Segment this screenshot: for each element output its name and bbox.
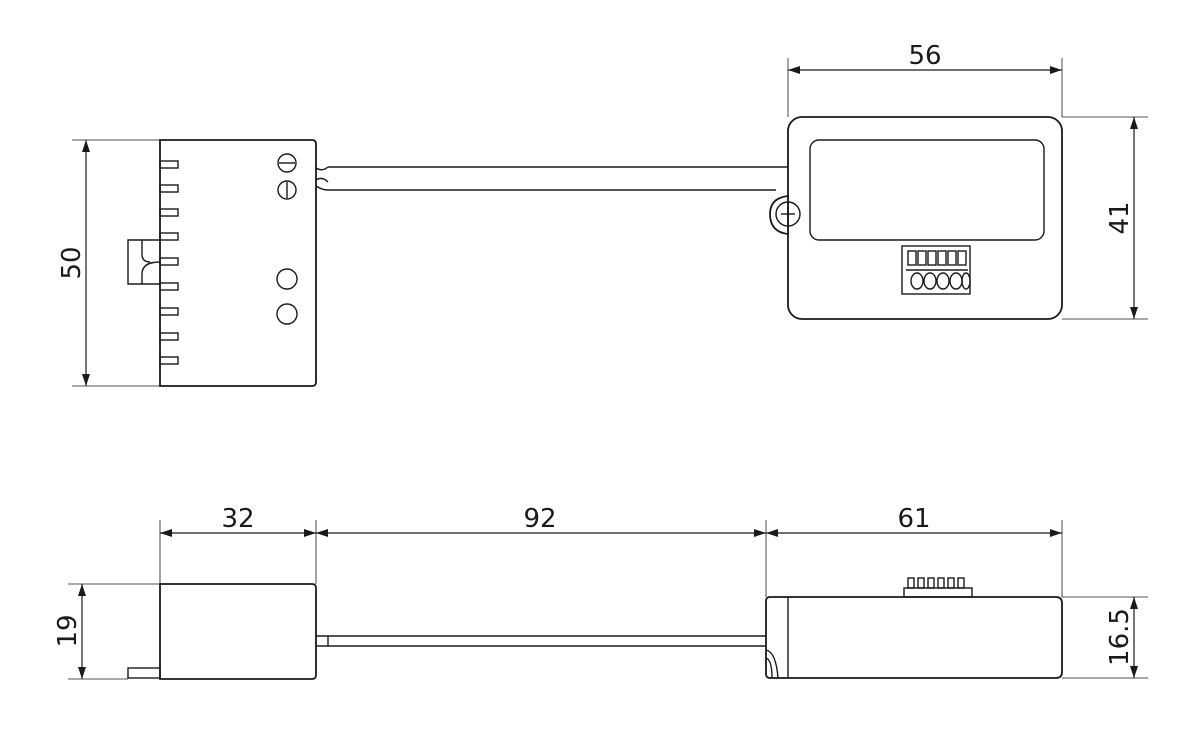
dimension-side-height-right: 16.5 xyxy=(1062,596,1148,679)
top-view: 56 41 50 xyxy=(57,41,1148,387)
dimension-label: 32 xyxy=(221,504,254,534)
dimension-label: 50 xyxy=(57,246,87,279)
mounting-hole xyxy=(276,268,298,290)
left-module-side xyxy=(127,583,317,680)
dimension-top-width: 56 xyxy=(787,41,1063,117)
dimension-side-height-left: 19 xyxy=(53,583,160,680)
mounting-hole xyxy=(276,303,298,325)
u-tab xyxy=(127,239,161,285)
dimension-label: 92 xyxy=(523,504,556,534)
left-module-top xyxy=(127,139,317,387)
side-view: 32 92 61 19 16.5 xyxy=(53,504,1148,680)
dimension-side-width-left: 32 xyxy=(159,504,317,584)
slotted-screw-icon xyxy=(277,153,297,173)
dimension-top-height-right: 41 xyxy=(1062,116,1148,320)
dimension-label: 56 xyxy=(908,41,941,71)
cable-side xyxy=(316,635,766,647)
dimension-top-height-left: 50 xyxy=(57,139,160,387)
cable-top xyxy=(315,166,790,191)
dimension-label: 41 xyxy=(1105,201,1135,234)
right-module-side xyxy=(765,577,1063,679)
dimension-side-width-right: 61 xyxy=(766,504,1063,597)
connector-block xyxy=(901,245,971,295)
slotted-screw-icon xyxy=(277,180,297,200)
dimension-label: 19 xyxy=(53,614,83,647)
right-module-top xyxy=(769,116,1063,320)
connector-pins-side xyxy=(903,577,973,598)
dimension-label: 16.5 xyxy=(1105,608,1135,666)
display-window xyxy=(809,139,1045,241)
dimension-side-cable: 92 xyxy=(316,504,767,597)
dimension-label: 61 xyxy=(897,504,930,534)
phillips-screw-icon xyxy=(775,201,801,227)
